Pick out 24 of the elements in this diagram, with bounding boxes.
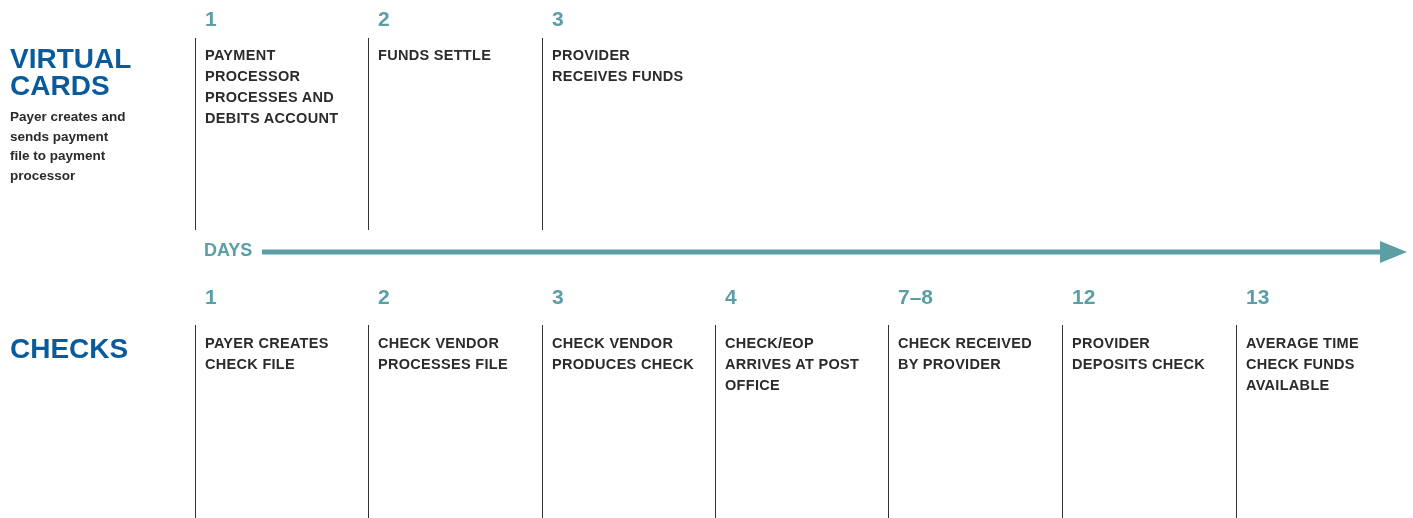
section-note: Payer creates and sends payment file to payment processor — [10, 108, 127, 185]
step-description: AVERAGE TIME CHECK FUNDS AVAILABLE — [1246, 334, 1360, 395]
day-number: 2 — [378, 285, 390, 309]
day-number: 3 — [552, 7, 564, 31]
step-description: CHECK VENDOR PROCESSES FILE — [378, 334, 509, 374]
step-description: PROVIDER DEPOSITS CHECK — [1072, 334, 1207, 374]
day-number: 1 — [205, 285, 217, 309]
section-heading: CHECKS — [10, 335, 130, 362]
day-number: 3 — [552, 285, 564, 309]
day-number: 2 — [378, 7, 390, 31]
day-number: 1 — [205, 7, 217, 31]
step-description: PAYER CREATES CHECK FILE — [205, 334, 330, 374]
step-description: FUNDS SETTLE — [378, 46, 493, 65]
day-number: 7–8 — [898, 285, 934, 309]
step-description: CHECK VENDOR PRODUCES CHECK — [552, 334, 695, 374]
step-description: PAYMENT PROCESSOR PROCESSES AND DEBITS ACCOUNT — [205, 46, 340, 128]
step-description: PROVIDER RECEIVES FUNDS — [552, 46, 685, 86]
day-number: 12 — [1072, 285, 1096, 309]
axis-label: DAYS — [204, 240, 253, 261]
day-number: 13 — [1246, 285, 1270, 309]
step-description: CHECK/EOP ARRIVES AT POST OFFICE — [725, 334, 861, 395]
day-number: 4 — [725, 285, 737, 309]
section-heading: VIRTUAL CARDS — [10, 45, 132, 99]
step-description: CHECK RECEIVED BY PROVIDER — [898, 334, 1033, 374]
